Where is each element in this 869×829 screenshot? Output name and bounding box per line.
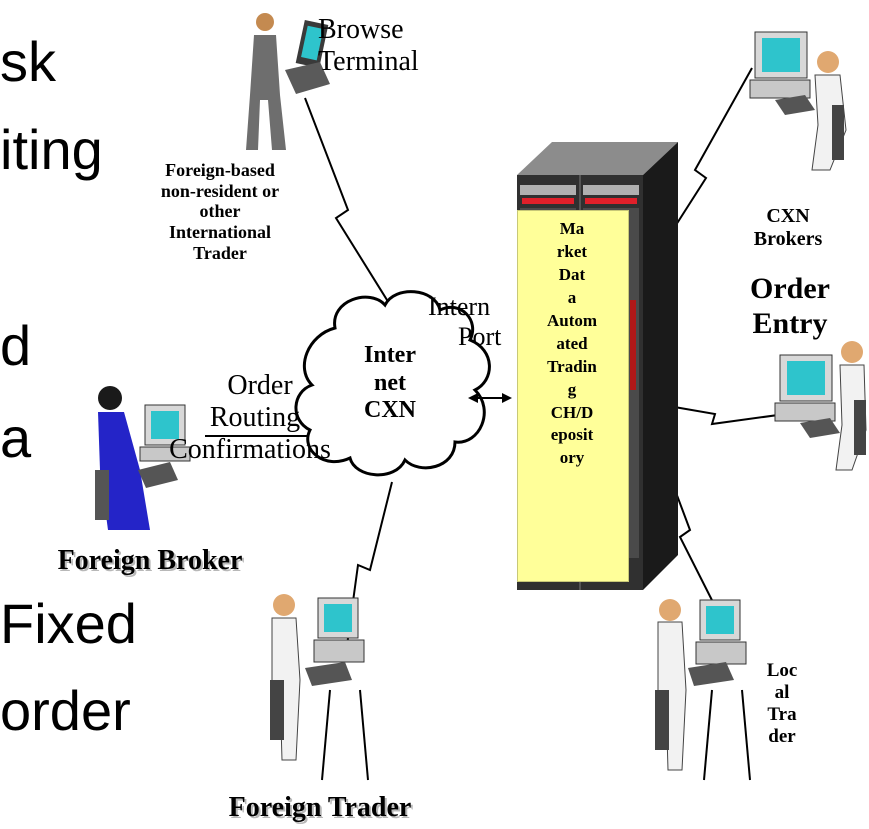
label-line: Foreign-based <box>165 160 275 180</box>
card-line: ated <box>556 333 588 353</box>
person-at-terminal-icon <box>95 386 191 530</box>
person-at-terminal-icon <box>270 594 369 781</box>
cxn-brokers-label: CXN Brokers <box>738 205 838 251</box>
slide-text-line-5: Fixed <box>0 592 137 655</box>
label-line: Order <box>227 370 293 401</box>
foreign-broker-label: Foreign Broker <box>57 545 243 576</box>
browse-terminal-label: Browse Terminal <box>318 14 419 78</box>
label-line: Trader <box>193 242 247 263</box>
order-entry-label: Order Entry <box>730 272 850 341</box>
label-line: CXN <box>766 205 810 227</box>
connection-cxn-brokers-top <box>659 67 753 251</box>
slide-text-line-1: sk <box>0 30 56 93</box>
order-routing-label: Order Routing Confirmations <box>160 370 340 467</box>
label-line: al <box>774 681 790 703</box>
label-line: other <box>199 201 241 222</box>
card-line: Ma <box>559 219 585 238</box>
label-line: Routing <box>209 402 301 434</box>
card-line: Autom <box>546 310 598 330</box>
label-line: Brokers <box>753 228 823 250</box>
label-line: Loc <box>766 660 798 681</box>
label-line: CXN <box>364 397 416 424</box>
cloud-icon <box>294 290 491 477</box>
double-arrow-icon <box>468 393 512 403</box>
internet-cxn-label: Inter net CXN <box>345 342 435 425</box>
card-line: a <box>567 287 577 307</box>
card-line: CH/D <box>550 402 594 422</box>
connection-browse-terminal <box>304 97 393 309</box>
label-line: Confirmations <box>169 434 331 466</box>
slide-text-line-6: order <box>0 679 131 742</box>
market-data-card-text: Ma rket Dat a Autom ated Tradin g CH/D e… <box>517 218 627 470</box>
slide-text-line-3: d <box>0 314 32 377</box>
slide-text-line-4: a <box>0 406 32 469</box>
card-line: ory <box>559 448 585 468</box>
label-line: Tra <box>767 703 797 725</box>
label-line: Order <box>750 272 830 305</box>
label-line: Intern <box>428 292 491 321</box>
person-at-terminal-icon <box>655 599 751 781</box>
local-trader-label: Loc al Tra der <box>752 660 812 747</box>
person-at-terminal-icon <box>749 31 847 171</box>
slide-text-line-2: iting <box>0 118 103 181</box>
person-at-terminal-icon <box>774 341 867 471</box>
label-line: net <box>374 369 406 396</box>
label-line: Terminal <box>318 46 419 78</box>
card-line: rket <box>556 241 588 261</box>
foreign-trader-label: Foreign Trader <box>228 792 412 823</box>
card-line: Tradin <box>547 356 597 376</box>
foreign-based-trader-label: Foreign-based non-resident or other Inte… <box>120 160 320 263</box>
card-line: Dat <box>558 264 586 284</box>
label-line: Port <box>458 321 502 351</box>
internet-port-label: Intern Port <box>428 292 501 352</box>
label-line: Inter <box>364 342 416 368</box>
label-line: Entry <box>752 306 828 340</box>
person-at-terminal-icon <box>246 13 330 150</box>
label-line: der <box>768 725 796 747</box>
card-line: g <box>567 379 577 399</box>
label-line: Browse <box>318 14 404 45</box>
market-data-card <box>517 210 629 582</box>
label-line: International <box>168 222 271 243</box>
card-line: eposit <box>550 425 594 445</box>
label-line: non-resident or <box>160 180 280 201</box>
